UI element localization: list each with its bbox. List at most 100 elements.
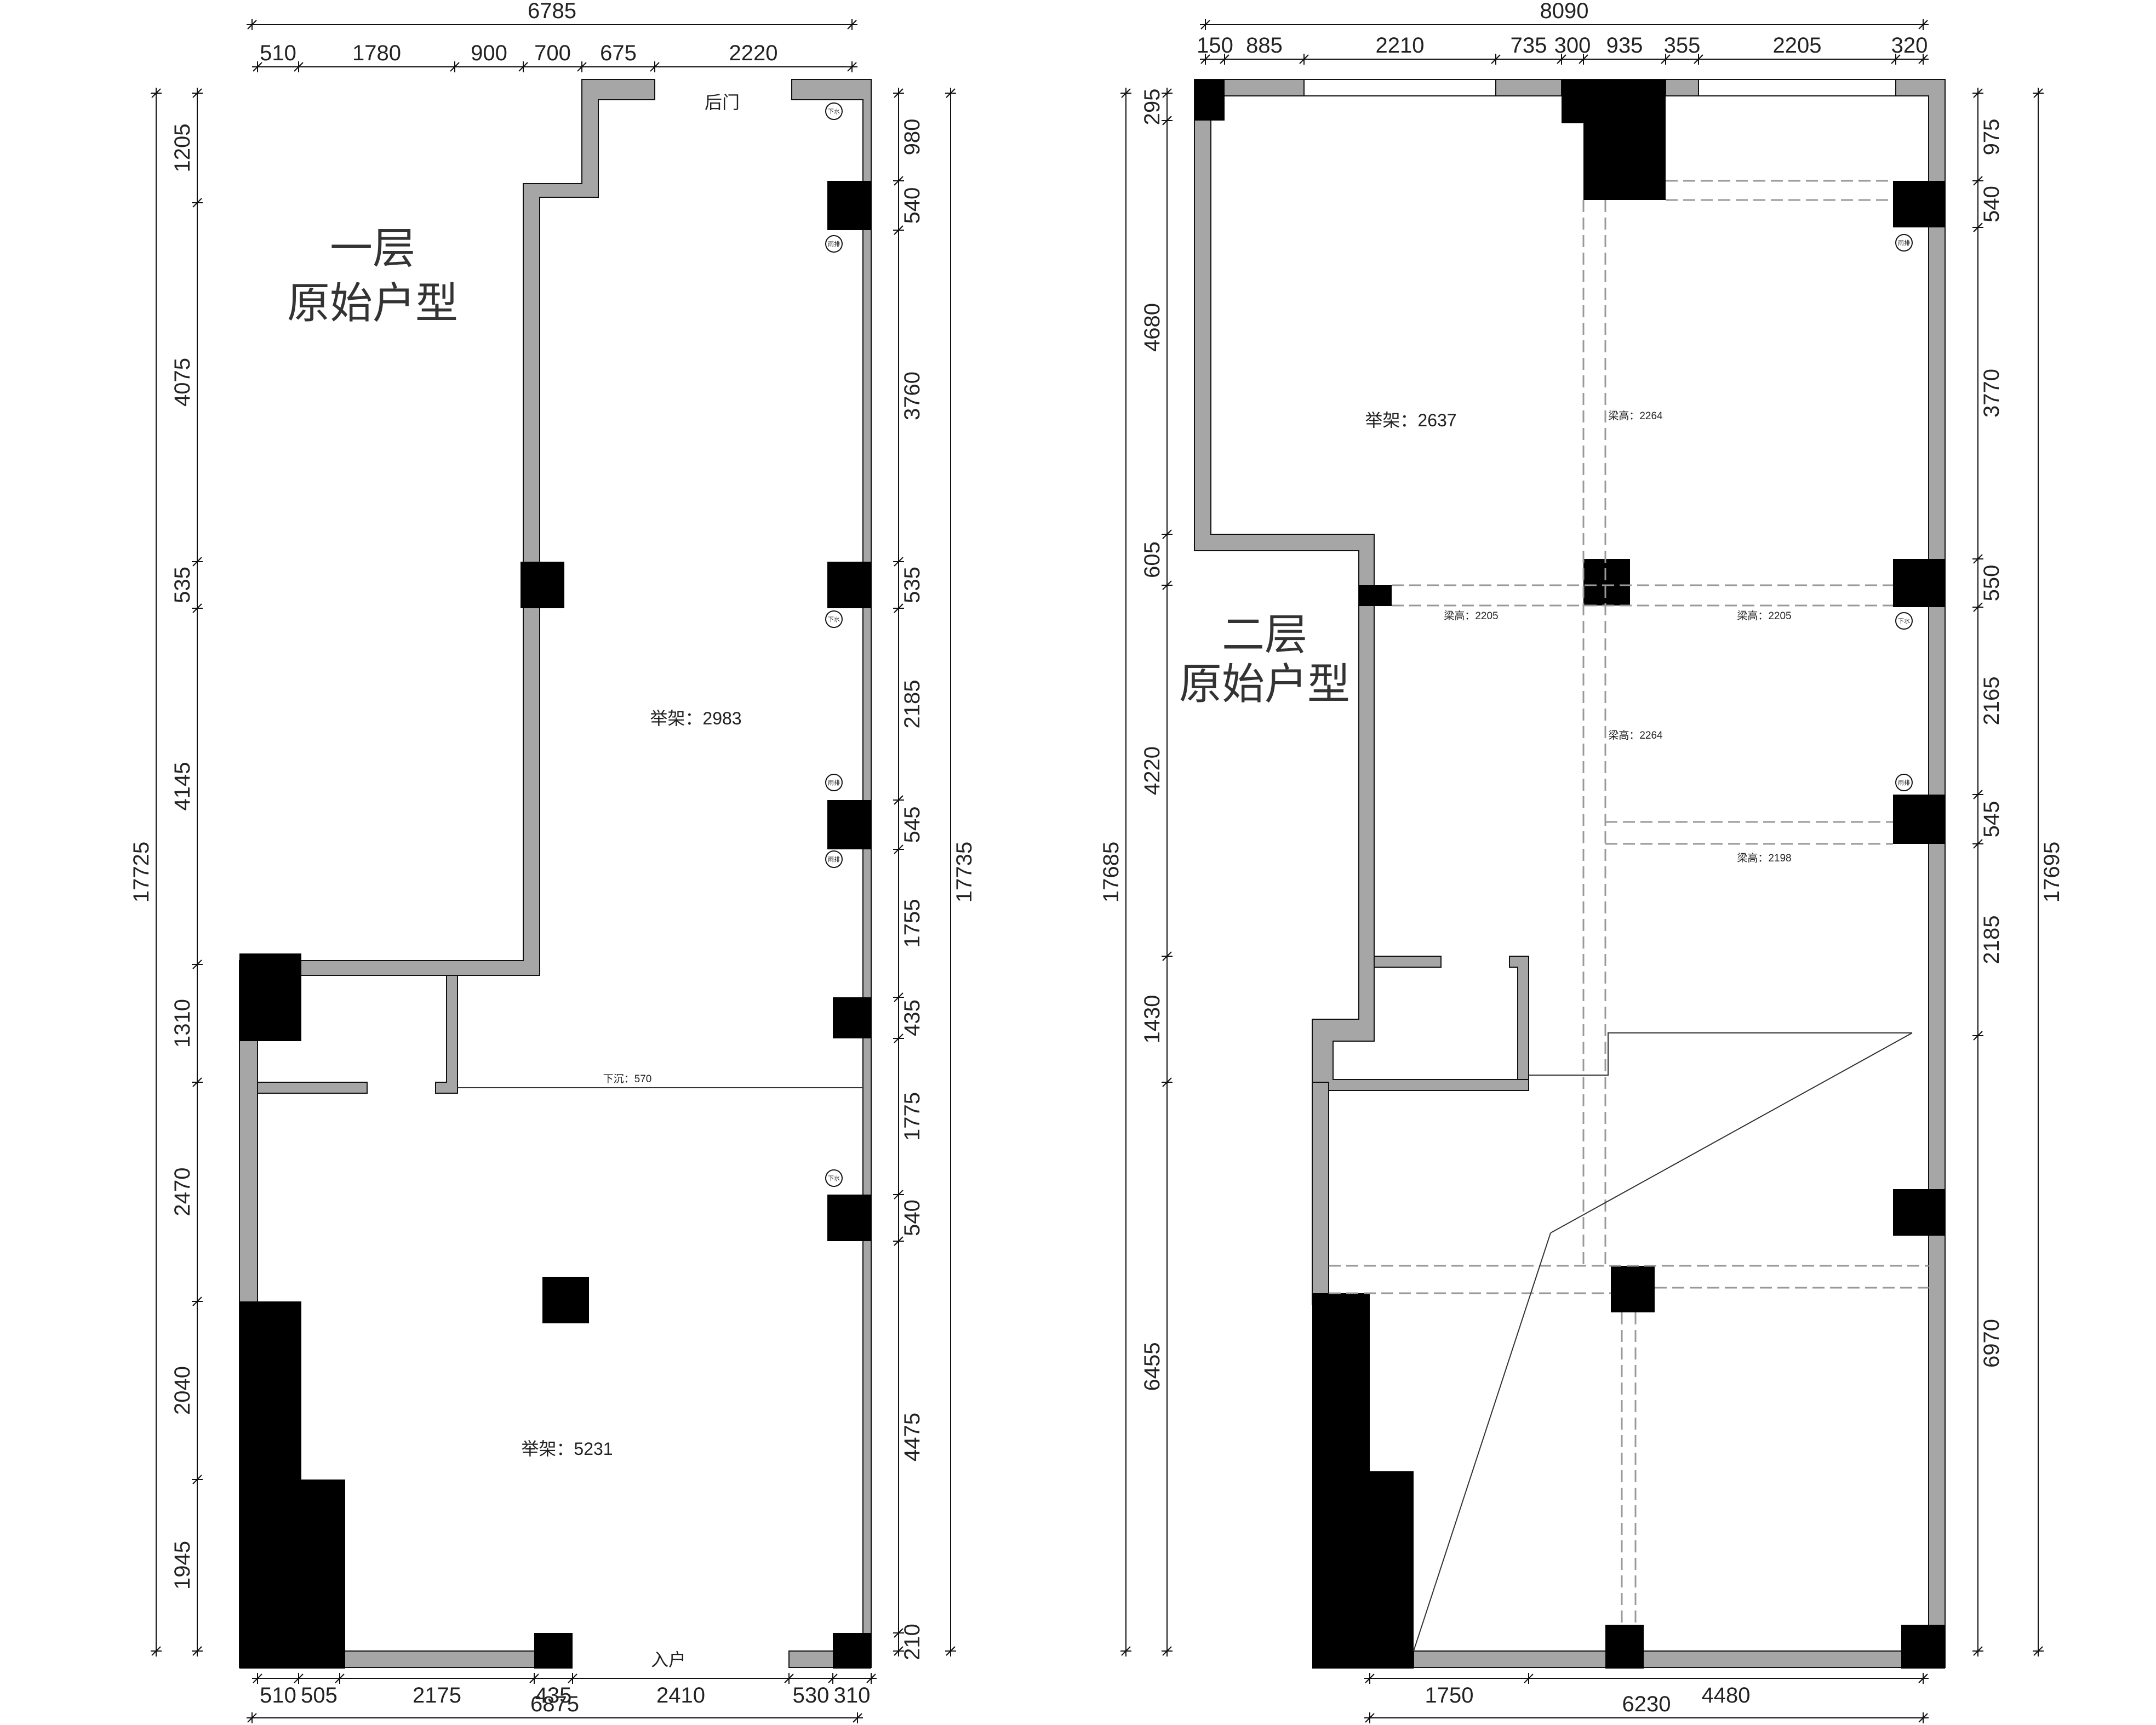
dimension-value: 300: [1554, 33, 1591, 58]
dimension-value: 545: [900, 807, 924, 843]
floor1-top-total-dimension: 6785: [247, 0, 857, 30]
floor2-outer-left-wall: [1194, 79, 1529, 1305]
floor2-column: [1562, 79, 1666, 123]
dimension-value: 150: [1197, 33, 1233, 58]
floor2-column: [1611, 1266, 1655, 1312]
dimension-value: 1310: [170, 999, 195, 1048]
dimension-value: 900: [471, 41, 507, 65]
dimension-value: 545: [1980, 801, 2004, 838]
pipe-icon: 雨排: [1895, 234, 1913, 252]
dimension-value: 4075: [170, 358, 195, 407]
floor1-column: [239, 953, 301, 1041]
pipe-label: 下水: [828, 1175, 840, 1182]
pipe-label: 下水: [828, 108, 840, 115]
dimension-value: 605: [1140, 541, 1164, 578]
floor2-column: [1901, 1625, 1945, 1669]
floor1-title: 一层: [330, 224, 415, 272]
floor2-column: [1583, 121, 1666, 200]
dimension-value: 4475: [900, 1413, 924, 1461]
floor2-window: [1698, 79, 1896, 96]
floor2-beam-label: 梁高：2198: [1737, 852, 1791, 864]
pipe-icon: 下水: [1895, 612, 1913, 630]
dimension-value: 505: [301, 1683, 338, 1707]
dimension-value: 935: [1606, 33, 1643, 58]
floor2-corner-mass: [1312, 1293, 1414, 1669]
dimension-value: 550: [1980, 565, 2004, 602]
dimension-value: 17685: [1099, 842, 1123, 903]
pipe-icon: 下水: [825, 610, 843, 628]
dimension-value: 17695: [2040, 842, 2064, 903]
floor1-inner-wall-b: [435, 975, 458, 1094]
floor2-top-wall-seg: [1665, 79, 1699, 96]
dimension-value: 535: [900, 567, 924, 603]
floor2-left-total-dimension: 17685: [1099, 88, 1131, 1657]
floor2-column: [1583, 559, 1630, 606]
pipe-label: 雨排: [828, 779, 840, 786]
floor1-column: [521, 562, 564, 608]
floor2-column: [1893, 559, 1945, 607]
floor2-lower-left-wall: [1312, 1082, 1329, 1305]
floor2-beam-label: 梁高：2205: [1737, 610, 1791, 622]
dimension-value: 3760: [900, 372, 924, 420]
floor2-beam-label: 梁高：2264: [1608, 729, 1663, 741]
floor1-subtitle: 原始户型: [287, 279, 458, 327]
floor1-column: [827, 562, 871, 608]
dimension-value: 535: [170, 567, 195, 603]
floor2-bottom-dimensions: 1750 4480: [1364, 1673, 1929, 1707]
dimension-value: 885: [1246, 33, 1283, 58]
dimension-value: 3770: [1980, 369, 2004, 418]
floor2-column: [1893, 795, 1945, 844]
floor1-entrance-label: 入户: [651, 1650, 686, 1670]
dimension-value: 2220: [729, 41, 778, 65]
dimension-value: 735: [1511, 33, 1547, 58]
dimension-value: 6230: [1622, 1692, 1671, 1716]
dimension-value: 310: [834, 1683, 871, 1707]
pipe-icon: 雨排: [825, 850, 843, 868]
pipe-label: 雨排: [828, 855, 840, 863]
floor1-column: [534, 1633, 573, 1669]
floor1-bottom-total-dimension: 6875: [247, 1692, 863, 1723]
dimension-value: 2185: [900, 680, 924, 729]
dimension-value: 4480: [1702, 1683, 1751, 1707]
dimension-value: 4145: [170, 762, 195, 811]
floor1-column: [827, 1195, 871, 1241]
floor1-right-dimensions: 9805403760535218554517554351775540447521…: [893, 88, 924, 1660]
dimension-value: 530: [793, 1683, 830, 1707]
floor2-title: 二层: [1222, 610, 1307, 659]
floor1-bottom-wall-a: [342, 1650, 540, 1668]
pipe-icon: 雨排: [825, 235, 843, 253]
dimension-value: 6970: [1980, 1319, 2004, 1368]
floor2-inner-wall-stub: [1374, 956, 1442, 968]
dimension-value: 2040: [170, 1366, 195, 1415]
floor1-inner-wall-a: [257, 1082, 368, 1094]
floor1-ceiling-lower: 举架：5231: [521, 1439, 613, 1459]
floor2-top-total-dimension: 8090: [1200, 0, 1929, 30]
dimension-value: 2470: [170, 1168, 195, 1216]
floor2-column: [1359, 585, 1392, 606]
floor2-column: [1194, 79, 1225, 121]
pipe-icon: 雨排: [825, 774, 843, 791]
pipe-icon: 雨排: [1895, 774, 1913, 791]
dimension-value: 2175: [413, 1683, 461, 1707]
floor2-window: [1303, 79, 1496, 96]
dimension-value: 17735: [952, 842, 976, 903]
floor2-stair-lines: [1413, 1032, 1913, 1652]
floor1-left-total-dimension: 17725: [129, 88, 162, 1657]
dimension-value: 2165: [1980, 677, 2004, 726]
floor1-column: [827, 181, 871, 230]
dimension-value: 4680: [1140, 303, 1164, 352]
floor2-beam-label: 梁高：2264: [1608, 410, 1663, 422]
floor1-column: [833, 1633, 871, 1669]
floor1-left-upper-wall: [298, 79, 655, 976]
floor2-right-total-dimension: 17695: [2033, 88, 2064, 1657]
floor2-beams: [1329, 180, 1929, 1625]
dimension-value: 6785: [528, 0, 576, 23]
dimension-value: 1750: [1425, 1683, 1474, 1707]
